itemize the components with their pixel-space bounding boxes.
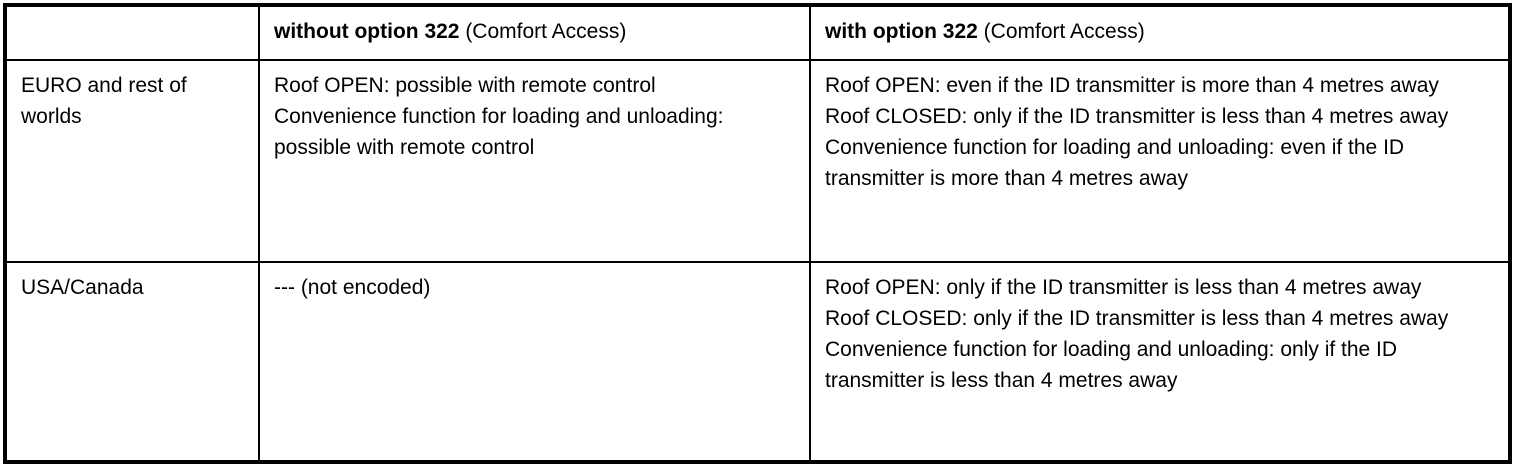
header-without-option-322: without option 322 (Comfort Access) [258, 4, 811, 61]
cell-usa-canada-with-option: Roof OPEN: only if the ID transmitter is… [809, 261, 1511, 463]
header-with-option-suffix: (Comfort Access) [977, 20, 1145, 43]
cell-euro-with-option: Roof OPEN: even if the ID transmitter is… [809, 59, 1511, 263]
header-with-option-bold-label: with option 322 [825, 20, 978, 43]
table-row-euro: EURO and rest of worlds Roof OPEN: possi… [4, 59, 1511, 263]
cell-usa-canada-without-option: --- (not encoded) [258, 261, 811, 463]
table-row-usa-canada: USA/Canada --- (not encoded) Roof OPEN: … [4, 261, 1511, 463]
header-without-option-bold-label: without option 322 [274, 20, 460, 43]
table-header-row: without option 322 (Comfort Access) with… [4, 4, 1511, 61]
region-label-usa-canada: USA/Canada [4, 261, 260, 463]
cell-euro-without-option: Roof OPEN: possible with remote control … [258, 59, 811, 263]
header-corner-cell [4, 4, 260, 61]
comfort-access-option-table: without option 322 (Comfort Access) with… [3, 3, 1512, 464]
header-with-option-322: with option 322 (Comfort Access) [809, 4, 1511, 61]
header-without-option-suffix: (Comfort Access) [459, 20, 627, 43]
region-label-euro: EURO and rest of worlds [4, 59, 260, 263]
